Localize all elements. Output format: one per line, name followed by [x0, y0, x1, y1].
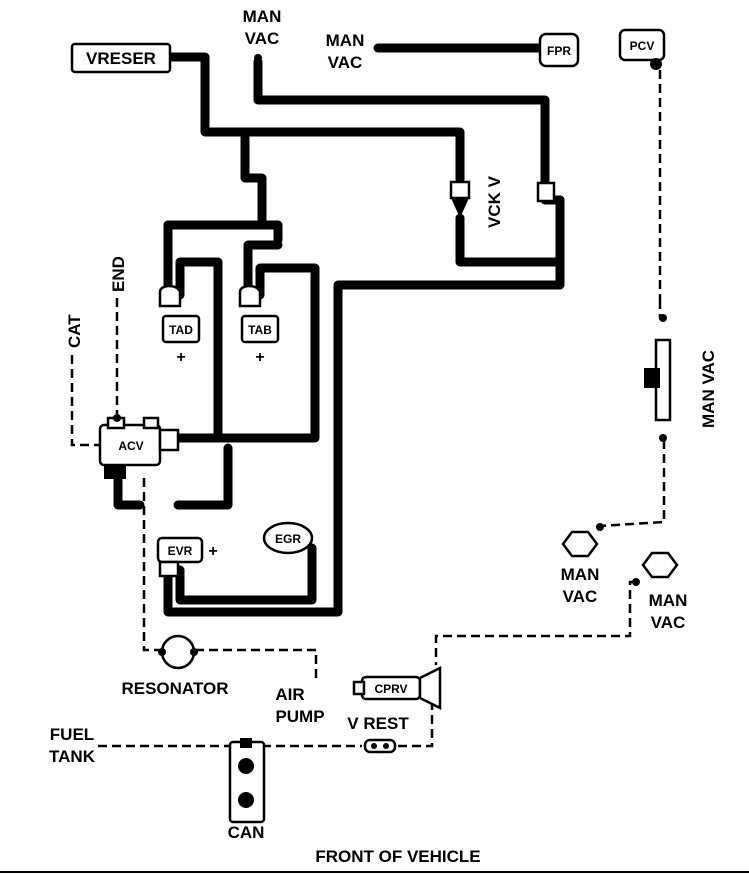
dash-cat	[70, 355, 100, 447]
air-pump-line2: PUMP	[275, 707, 324, 726]
hose-evr-egr	[175, 543, 317, 605]
man-vac-hex-right	[632, 551, 679, 586]
tab-component: TAB +	[238, 284, 280, 366]
v-rest-connector	[363, 738, 397, 754]
man-vac-left-line1: MAN	[561, 565, 600, 584]
vreser-label: VRESER	[86, 49, 156, 68]
end-label: END	[109, 256, 128, 292]
man-vac-hex-left	[561, 523, 604, 558]
man-vac-right2-line2: VAC	[651, 613, 686, 632]
dash-man-vac-2	[434, 580, 636, 665]
cprv-label: CPRV	[374, 682, 407, 696]
air-pump-line1: AIR	[275, 685, 304, 704]
hose-junction-vck	[240, 127, 465, 190]
labels: MAN VAC MAN VAC VCK V END CAT MAN VAC MA…	[49, 7, 718, 866]
fpr-label: FPR	[547, 44, 571, 58]
hose-man-vac-top	[253, 57, 550, 190]
egr-component: EGR	[262, 521, 314, 555]
front-of-vehicle-label: FRONT OF VEHICLE	[315, 847, 480, 866]
fpr-component: FPR	[538, 32, 580, 68]
tad-plus-icon: +	[176, 349, 185, 366]
acv-label: ACV	[118, 439, 143, 453]
dash-fuel-tank	[98, 700, 434, 748]
can-canister	[228, 738, 266, 824]
dash-air-pump	[195, 648, 318, 680]
can-label: CAN	[228, 823, 265, 842]
tad-component: TAD +	[158, 284, 201, 366]
tab-label: TAB	[248, 323, 272, 337]
hose-vck-down	[455, 195, 565, 267]
cat-label: CAT	[65, 314, 84, 348]
evr-plus-icon: +	[208, 543, 217, 560]
hose-acv-lower	[173, 443, 233, 510]
fuel-tank-line2: TANK	[49, 747, 96, 766]
evr-label: EVR	[168, 544, 193, 558]
tab-plus-icon: +	[255, 349, 264, 366]
dashed-lines	[70, 70, 666, 748]
v-rest-label: V REST	[347, 714, 409, 733]
cprv-component: CPRV	[352, 665, 442, 711]
fuel-tank-line1: FUEL	[50, 725, 94, 744]
vck-valve	[449, 180, 556, 218]
egr-label: EGR	[275, 532, 301, 546]
hose-acv-left	[113, 470, 145, 510]
man-vac-fpr-line1: MAN	[326, 31, 365, 50]
hose-tab-outer	[243, 240, 283, 303]
pcv-component: PCV	[618, 28, 666, 70]
evr-component: EVR +	[156, 536, 218, 578]
hose-stem	[240, 127, 267, 230]
man-vac-left-line2: VAC	[563, 587, 598, 606]
hose-vreser	[167, 52, 250, 137]
resonator-component	[158, 634, 198, 670]
man-vac-top-line2: VAC	[245, 29, 280, 48]
hose-tab-inner	[173, 263, 320, 443]
man-vac-right-valve	[644, 300, 672, 442]
man-vac-top-line1: MAN	[243, 7, 282, 26]
man-vac-fpr-line2: VAC	[328, 53, 363, 72]
resonator-label: RESONATOR	[121, 679, 228, 698]
acv-component: ACV	[98, 414, 180, 479]
pcv-label: PCV	[630, 39, 655, 53]
dash-acv-resonator	[142, 478, 162, 652]
vreser-component: VRESER	[70, 42, 172, 74]
man-vac-right-label: MAN VAC	[699, 350, 718, 428]
vck-v-label: VCK V	[485, 175, 504, 228]
tad-label: TAD	[169, 323, 193, 337]
hose-split	[163, 220, 283, 245]
man-vac-right2-line1: MAN	[649, 591, 688, 610]
dash-pcv-lower	[599, 440, 666, 528]
